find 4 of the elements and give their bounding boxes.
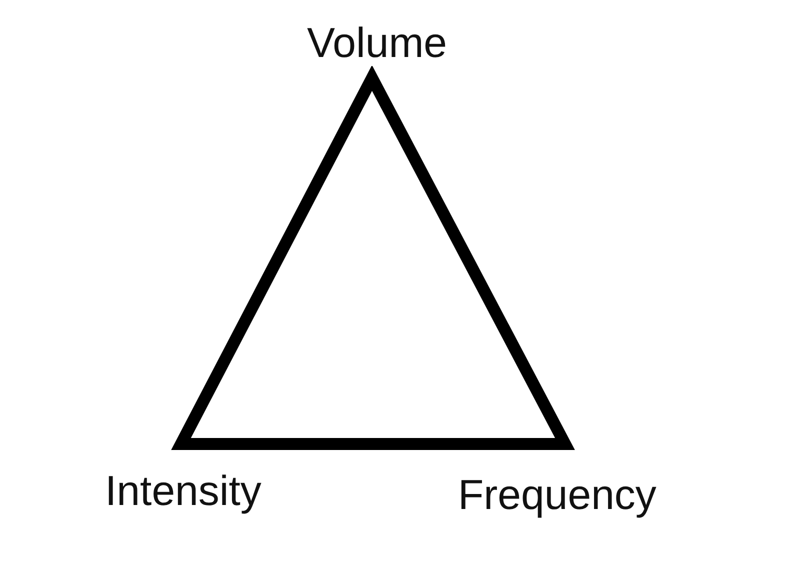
corner-label: Intensity xyxy=(105,470,262,512)
triangle-shape xyxy=(170,66,576,452)
corner-label: Frequency xyxy=(458,474,656,516)
corner-label: Volume xyxy=(306,22,448,64)
